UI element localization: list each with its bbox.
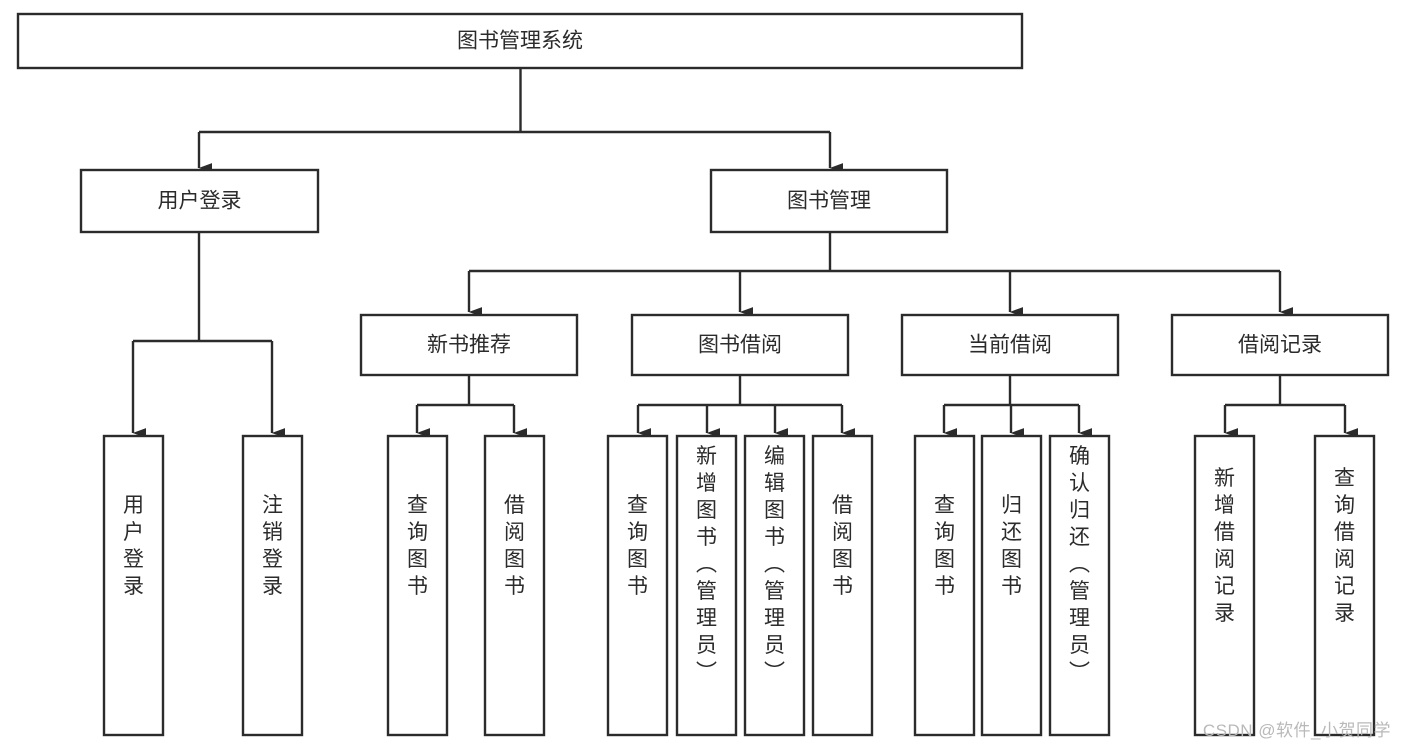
leaf-current-borrow-2[interactable]: 归还图书 — [980, 434, 1043, 737]
leaf-book-borrow-1-label: 查询图书 — [627, 494, 648, 598]
leaf-new-book-2[interactable]: 借阅图书 — [483, 434, 546, 737]
leaf-current-borrow-2-box[interactable] — [980, 434, 1043, 737]
node-book-manage[interactable]: 图书管理 — [709, 168, 949, 234]
node-borrow-record-label: 借阅记录 — [1238, 334, 1322, 357]
leaf-current-borrow-1-label: 查询图书 — [934, 494, 955, 598]
leaf-book-borrow-3-box[interactable] — [743, 434, 806, 737]
leaf-borrow-record-2-label: 查询借阅记录 — [1334, 467, 1355, 625]
node-book-borrow[interactable]: 图书借阅 — [630, 313, 850, 377]
leaf-book-borrow-1[interactable]: 查询图书 — [606, 434, 669, 737]
leaf-book-borrow-2[interactable]: 新增图书︵管理员︶ — [675, 434, 738, 737]
leaf-user-login-1-box[interactable] — [102, 434, 165, 737]
node-book-borrow-label: 图书借阅 — [698, 334, 782, 357]
node-borrow-record-box[interactable] — [1170, 313, 1390, 377]
node-root[interactable]: 图书管理系统 — [16, 12, 1024, 70]
leaf-user-login-1-label: 用户登录 — [123, 494, 144, 598]
leaf-current-borrow-3-box[interactable] — [1048, 434, 1111, 737]
node-new-book-recommend-box[interactable] — [359, 313, 579, 377]
node-current-borrow-label: 当前借阅 — [968, 334, 1052, 357]
leaf-current-borrow-3[interactable]: 确认归还︵管理员︶ — [1048, 434, 1111, 737]
node-book-manage-label: 图书管理 — [787, 190, 871, 213]
node-new-book-recommend[interactable]: 新书推荐 — [359, 313, 579, 377]
leaf-current-borrow-1[interactable]: 查询图书 — [913, 434, 976, 737]
leaf-user-login-1[interactable]: 用户登录 — [102, 434, 165, 737]
node-book-manage-box[interactable] — [709, 168, 949, 234]
node-user-login[interactable]: 用户登录 — [79, 168, 320, 234]
leaf-new-book-1-box[interactable] — [386, 434, 449, 737]
connector-layer — [131, 68, 1359, 438]
node-user-login-box[interactable] — [79, 168, 320, 234]
leaf-new-book-1-label: 查询图书 — [407, 494, 428, 598]
leaf-borrow-record-1-label: 新增借阅记录 — [1214, 467, 1235, 625]
leaf-borrow-record-2-box[interactable] — [1313, 434, 1376, 737]
leaf-book-borrow-1-box[interactable] — [606, 434, 669, 737]
leaf-new-book-2-label: 借阅图书 — [504, 494, 525, 598]
leaf-book-borrow-4[interactable]: 借阅图书 — [811, 434, 874, 737]
leaf-new-book-1[interactable]: 查询图书 — [386, 434, 449, 737]
node-book-borrow-box[interactable] — [630, 313, 850, 377]
leaf-book-borrow-2-label: 新增图书︵管理员︶ — [696, 445, 717, 684]
leaf-current-borrow-1-box[interactable] — [913, 434, 976, 737]
node-root-label: 图书管理系统 — [457, 30, 583, 53]
leaf-user-login-2-label: 注销登录 — [262, 494, 283, 598]
leaf-new-book-2-box[interactable] — [483, 434, 546, 737]
leaf-book-borrow-3[interactable]: 编辑图书︵管理员︶ — [743, 434, 806, 737]
node-new-book-recommend-label: 新书推荐 — [427, 334, 511, 357]
leaf-user-login-2[interactable]: 注销登录 — [241, 434, 304, 737]
node-current-borrow[interactable]: 当前借阅 — [900, 313, 1120, 377]
leaf-book-borrow-2-box[interactable] — [675, 434, 738, 737]
leaf-user-login-2-box[interactable] — [241, 434, 304, 737]
leaf-current-borrow-2-label: 归还图书 — [1001, 494, 1022, 598]
leaf-borrow-record-2[interactable]: 查询借阅记录 — [1313, 434, 1376, 737]
leaf-book-borrow-4-label: 借阅图书 — [832, 494, 853, 598]
leaf-borrow-record-1[interactable]: 新增借阅记录 — [1193, 434, 1256, 737]
node-user-login-label: 用户登录 — [158, 190, 242, 213]
node-root-box[interactable] — [16, 12, 1024, 70]
leaf-current-borrow-3-label: 确认归还︵管理员︶ — [1069, 445, 1090, 684]
leaf-borrow-record-1-box[interactable] — [1193, 434, 1256, 737]
node-current-borrow-box[interactable] — [900, 313, 1120, 377]
node-borrow-record[interactable]: 借阅记录 — [1170, 313, 1390, 377]
leaf-book-borrow-4-box[interactable] — [811, 434, 874, 737]
leaf-book-borrow-3-label: 编辑图书︵管理员︶ — [764, 445, 785, 684]
